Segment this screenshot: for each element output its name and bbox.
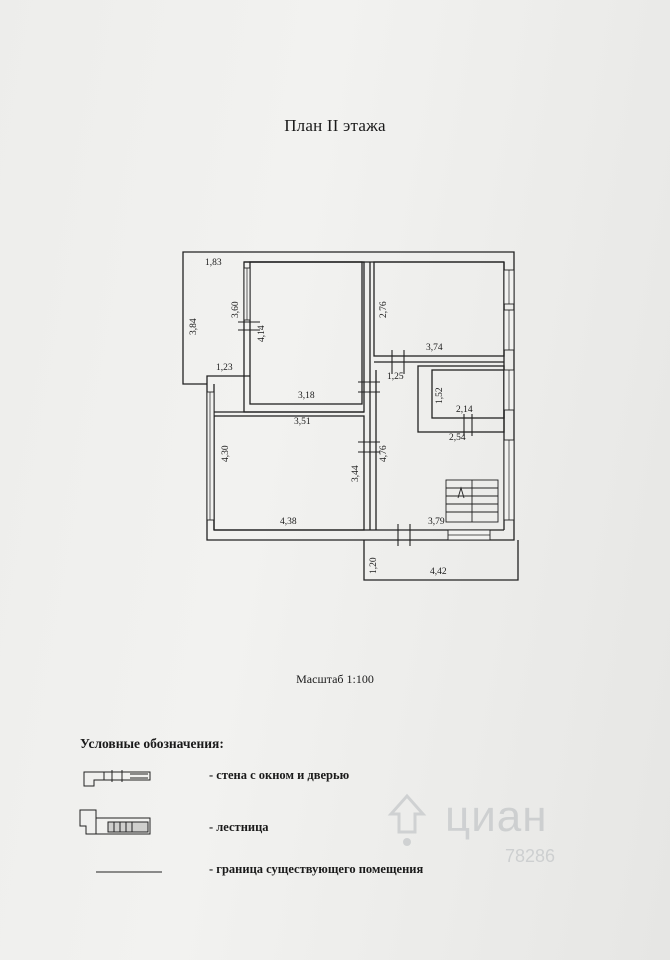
dim-wc-width: 2,14: [456, 405, 473, 415]
dim-room2-depth: 4,30: [221, 445, 231, 462]
dim-balcony-width: 1,83: [205, 258, 222, 268]
dim-terrace-width: 4,42: [430, 567, 447, 577]
room-3: [373, 261, 505, 357]
dim-hall-width: 3,79: [428, 517, 445, 527]
dim-room2-width: 3,51: [294, 417, 311, 427]
legend-item-wall-window-door: - стена с окном и дверью: [209, 768, 350, 782]
balcony-outline: [182, 251, 250, 385]
dim-balcony-step: 1,23: [216, 363, 233, 373]
scale-label: Масштаб 1:100: [296, 672, 374, 686]
dim-room3-depth: 2,76: [379, 301, 389, 318]
dim-room1-depth: 3,60: [231, 301, 241, 318]
dim-room2-right: 3,44: [351, 465, 361, 482]
window-room2-left: [206, 391, 215, 521]
legend-title: Условные обозначения:: [80, 736, 224, 751]
outer-wall: [206, 251, 515, 541]
dim-hall-depth: 4,76: [379, 445, 389, 462]
dim-room2-bottom: 4,38: [280, 517, 297, 527]
stairs: [445, 479, 499, 523]
dim-terrace-depth: 1,20: [369, 557, 379, 574]
dim-wc-depth: 1,52: [435, 387, 445, 404]
dim-hall-step: 1,25: [387, 372, 404, 382]
terrace-outline: [363, 540, 519, 581]
stairs-symbol-icon: [79, 809, 151, 835]
dim-room1-width: 3,18: [298, 391, 315, 401]
page-title: План II этажа: [284, 116, 386, 135]
dim-room3-width: 3,74: [426, 343, 443, 353]
dim-balcony-depth: 3,84: [189, 318, 199, 335]
wall-window-door-symbol-icon: [83, 770, 151, 787]
dim-wc-outer: 2,54: [449, 433, 466, 443]
legend-item-boundary: - граница существующего помещения: [209, 862, 424, 876]
dim-room1-inner: 4,14: [257, 325, 267, 342]
legend-item-stairs: - лестница: [209, 820, 269, 834]
